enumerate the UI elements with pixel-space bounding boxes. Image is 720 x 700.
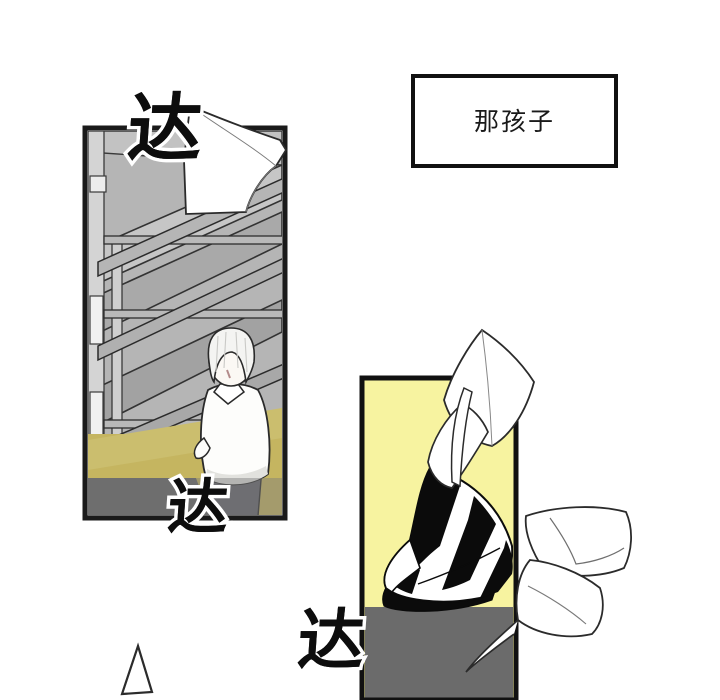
paper-sheet-stairwell	[183, 104, 288, 215]
dialogue-text: 那孩子	[473, 106, 555, 136]
stairwell-panel-border	[82, 125, 288, 521]
ground-gray	[365, 607, 513, 700]
shoe-stripe-1	[410, 468, 460, 566]
wall-slot-1	[89, 175, 107, 193]
figure-hand	[193, 436, 211, 460]
paper-tail	[465, 619, 519, 673]
striped-sneaker	[382, 466, 513, 612]
wall-slot-2	[89, 295, 104, 345]
shoe-lace-line	[417, 547, 501, 585]
figure-eye	[226, 369, 231, 379]
shoe-stripe-2	[442, 496, 496, 590]
paper-sheet-4	[450, 386, 473, 488]
paper-sheet-6	[515, 559, 604, 638]
sfx-text-mid-fill: 达	[165, 473, 231, 543]
dialogue-box: 那孩子	[411, 74, 618, 168]
sfx-text-bottom-fill: 达	[295, 602, 367, 679]
wall-slot-3	[89, 391, 104, 439]
standing-figure	[193, 327, 271, 515]
paper-fold-5	[549, 517, 625, 565]
paper-fold-6	[527, 585, 587, 625]
shoe-panel-border	[359, 375, 519, 700]
figure-hair	[207, 327, 256, 385]
guard-rail-upper	[103, 235, 282, 245]
paper-cone-icon	[120, 642, 154, 696]
floor-shadow-band-right	[196, 478, 282, 515]
paper-sheet-5	[524, 506, 632, 577]
handrail-mid	[97, 258, 282, 362]
paper-fold-2	[481, 329, 493, 447]
paper-fold-1	[189, 105, 277, 213]
sfx-text-top-fill: 达	[124, 86, 206, 172]
figure-hair-strands	[215, 331, 248, 373]
shoe-panel-contents	[365, 466, 513, 700]
figure-jacket-shadow	[206, 466, 268, 485]
shoe-toe-cap	[383, 538, 421, 594]
shoe-stripe-3	[480, 540, 513, 598]
flying-papers	[427, 328, 632, 673]
figure-collar	[212, 383, 246, 405]
floor-shadow-band	[88, 478, 210, 515]
